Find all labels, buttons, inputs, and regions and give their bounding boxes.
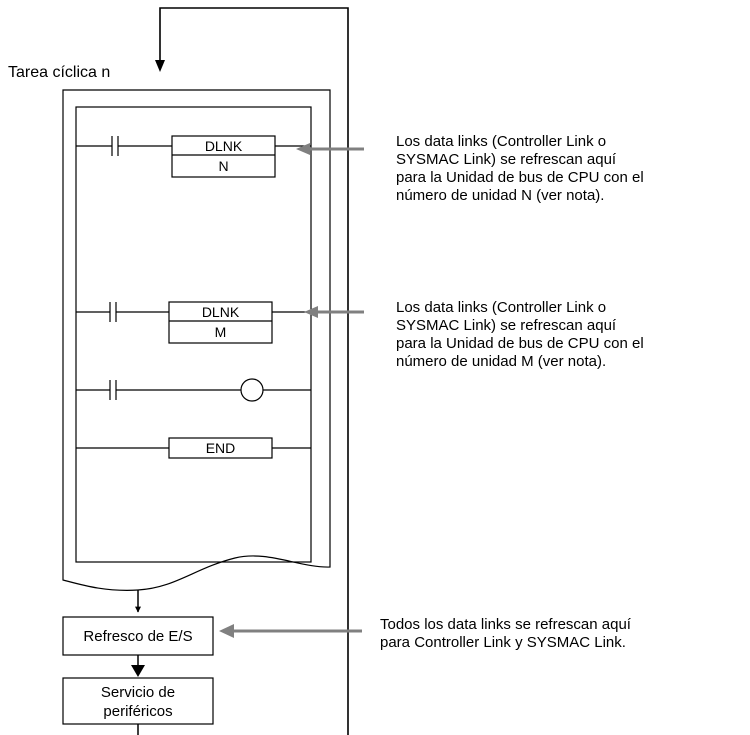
note2-line3: para la Unidad de bus de CPU con el — [396, 335, 644, 352]
loop-arrowhead — [155, 60, 165, 72]
note2-line2: SYSMAC Link) se refrescan aquí — [396, 317, 617, 334]
flow-arrowhead-2 — [131, 665, 145, 677]
annotation-arrow-1 — [296, 143, 364, 155]
note3-line1: Todos los data links se refrescan aquí — [380, 616, 632, 633]
io-refresh-block — [62, 616, 214, 656]
note1-line1: Los data links (Controller Link o — [396, 133, 606, 150]
end-label: END — [206, 440, 236, 456]
annotation-arrow-2 — [304, 306, 364, 318]
annotation-note-1: Los data links (Controller Link o SYSMAC… — [396, 133, 644, 204]
dlnk-m-box — [168, 301, 273, 344]
dlnk-n-label: DLNK — [205, 138, 243, 154]
annotation-note-2: Los data links (Controller Link o SYSMAC… — [396, 299, 644, 370]
loop-return-line — [159, 7, 349, 735]
annotation-arrow-3 — [219, 624, 362, 638]
dlnk-m-label: DLNK — [202, 304, 240, 320]
note2-line4: número de unidad M (ver nota). — [396, 353, 606, 370]
note3-line2: para Controller Link y SYSMAC Link. — [380, 634, 626, 651]
ladder-inner-frame — [75, 106, 312, 563]
annotation-note-3: Todos los data links se refrescan aquí p… — [380, 616, 632, 651]
note1-line3: para la Unidad de bus de CPU con el — [396, 169, 644, 186]
dlnk-m-operand: M — [215, 324, 227, 340]
dlnk-n-box — [171, 135, 276, 178]
dlnk-n-operand: N — [218, 158, 228, 174]
output-coil — [240, 378, 264, 402]
note2-line1: Los data links (Controller Link o — [396, 299, 606, 316]
task-label: Tarea cíclica n — [8, 64, 110, 81]
note1-line2: SYSMAC Link) se refrescan aquí — [396, 151, 617, 168]
peripheral-service-block — [62, 677, 214, 725]
io-refresh-label: Refresco de E/S — [83, 628, 192, 645]
note1-line4: número de unidad N (ver nota). — [396, 187, 604, 204]
peripheral-service-label-line1: Servicio de — [101, 684, 175, 701]
peripheral-service-label-line2: periféricos — [103, 703, 172, 720]
ladder-diagram: DLNK N DLNK M END — [76, 135, 311, 459]
